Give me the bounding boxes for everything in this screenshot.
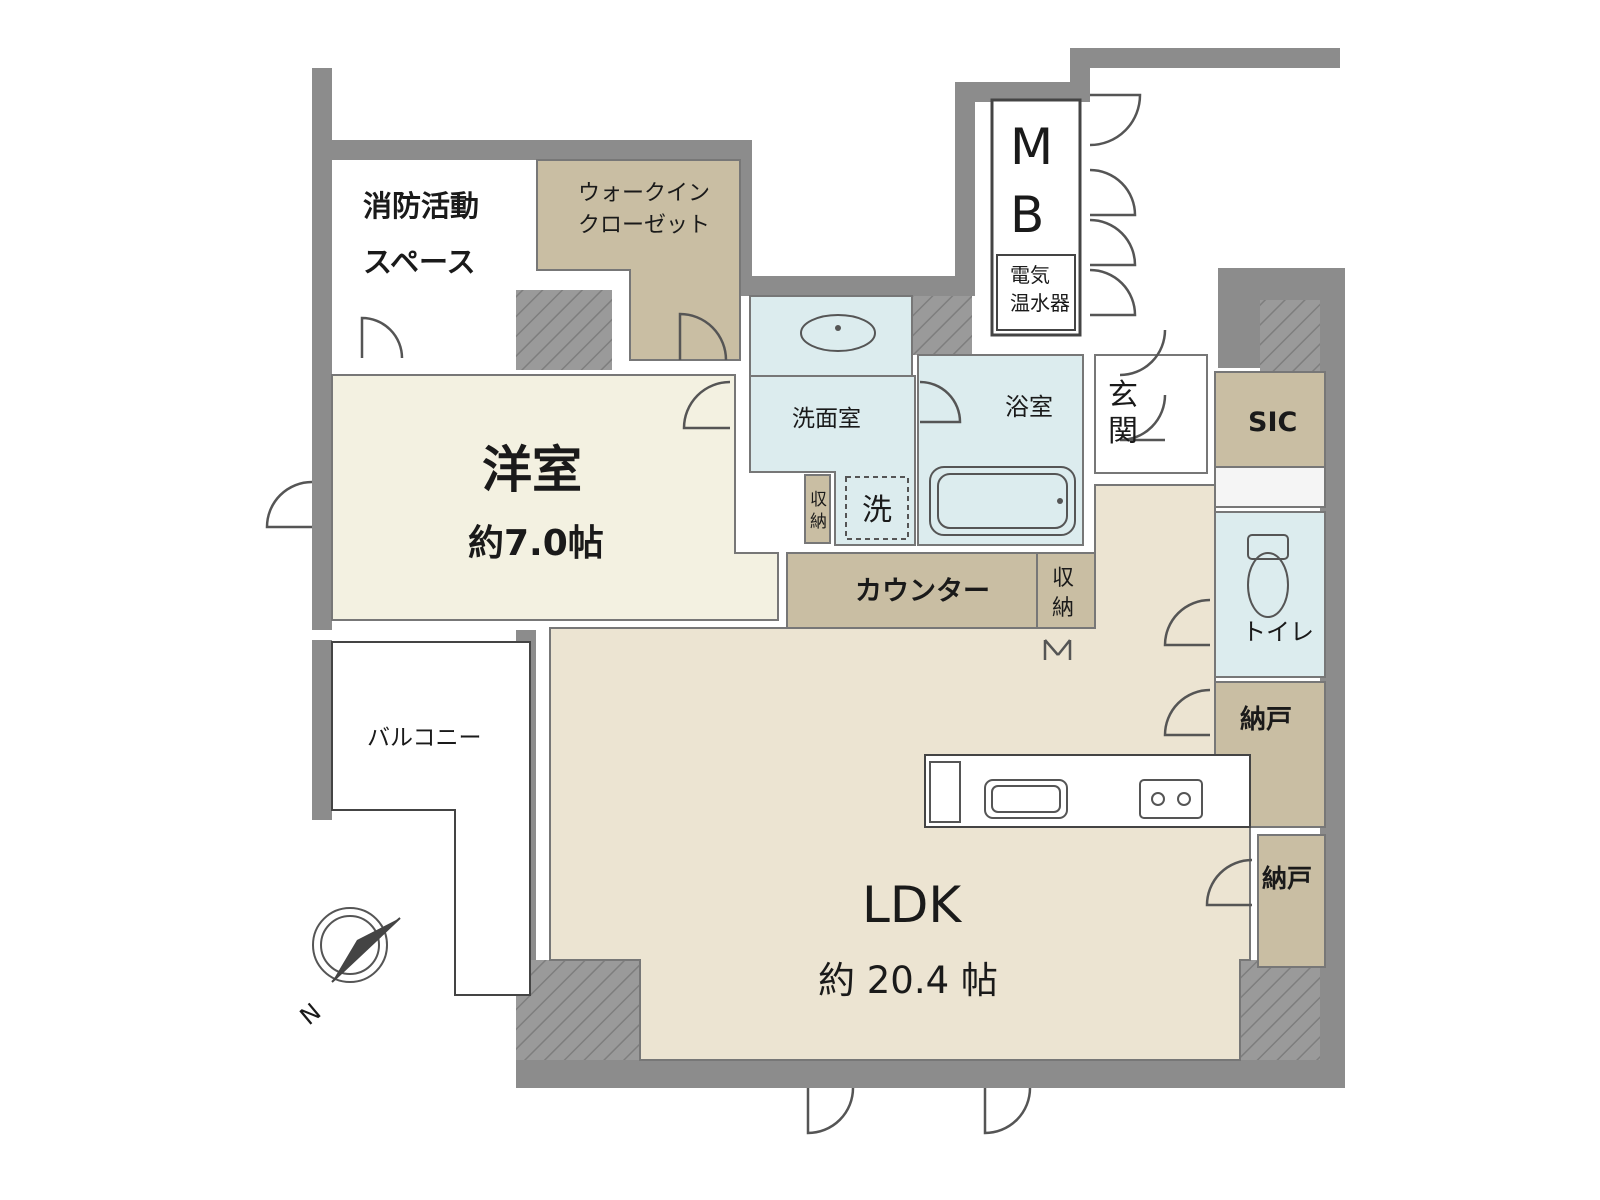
compass: N bbox=[295, 907, 401, 1031]
compass-north-label: N bbox=[295, 998, 327, 1031]
walk-in-closet-label: ウォークインクローゼット bbox=[578, 181, 710, 238]
toilet-icon bbox=[1247, 534, 1289, 618]
doors bbox=[265, 93, 1253, 1135]
closet-2-label: 納戸 bbox=[1262, 864, 1312, 893]
storage-counter-label: 収納 bbox=[1052, 566, 1074, 621]
kitchen-sink-icon bbox=[984, 779, 1068, 819]
entrance-label: 玄関 bbox=[1108, 378, 1138, 449]
balcony-label: バルコニー bbox=[367, 725, 482, 751]
toilet-label: トイレ bbox=[1242, 618, 1314, 646]
western-room-size: 約7.0帖 bbox=[468, 523, 604, 564]
walls bbox=[312, 48, 1345, 1088]
closet-1-label: 納戸 bbox=[1240, 704, 1292, 735]
room-floors bbox=[331, 98, 1326, 1061]
washer-label: 洗 bbox=[862, 493, 892, 528]
storage-small-label: 収納 bbox=[810, 490, 827, 532]
water-heater-label: 電気温水器 bbox=[1010, 263, 1070, 315]
fixtures bbox=[800, 314, 1289, 823]
washroom-label: 洗面室 bbox=[792, 406, 861, 432]
stove-icon bbox=[1139, 779, 1203, 819]
counter-label: カウンター bbox=[855, 576, 990, 607]
ldk-size: 約 20.4 帖 bbox=[818, 959, 998, 1002]
sic-label: SIC bbox=[1248, 407, 1297, 438]
ldk-label: LDK bbox=[862, 876, 962, 934]
western-room-label: 洋室 bbox=[482, 441, 582, 499]
fridge-space bbox=[929, 761, 961, 823]
fire-space-label: 消防活動スペース bbox=[363, 189, 479, 279]
sink-icon bbox=[800, 314, 876, 352]
washer-box bbox=[845, 476, 909, 540]
bathtub-icon bbox=[929, 466, 1076, 536]
bathroom-label: 浴室 bbox=[1005, 393, 1053, 421]
